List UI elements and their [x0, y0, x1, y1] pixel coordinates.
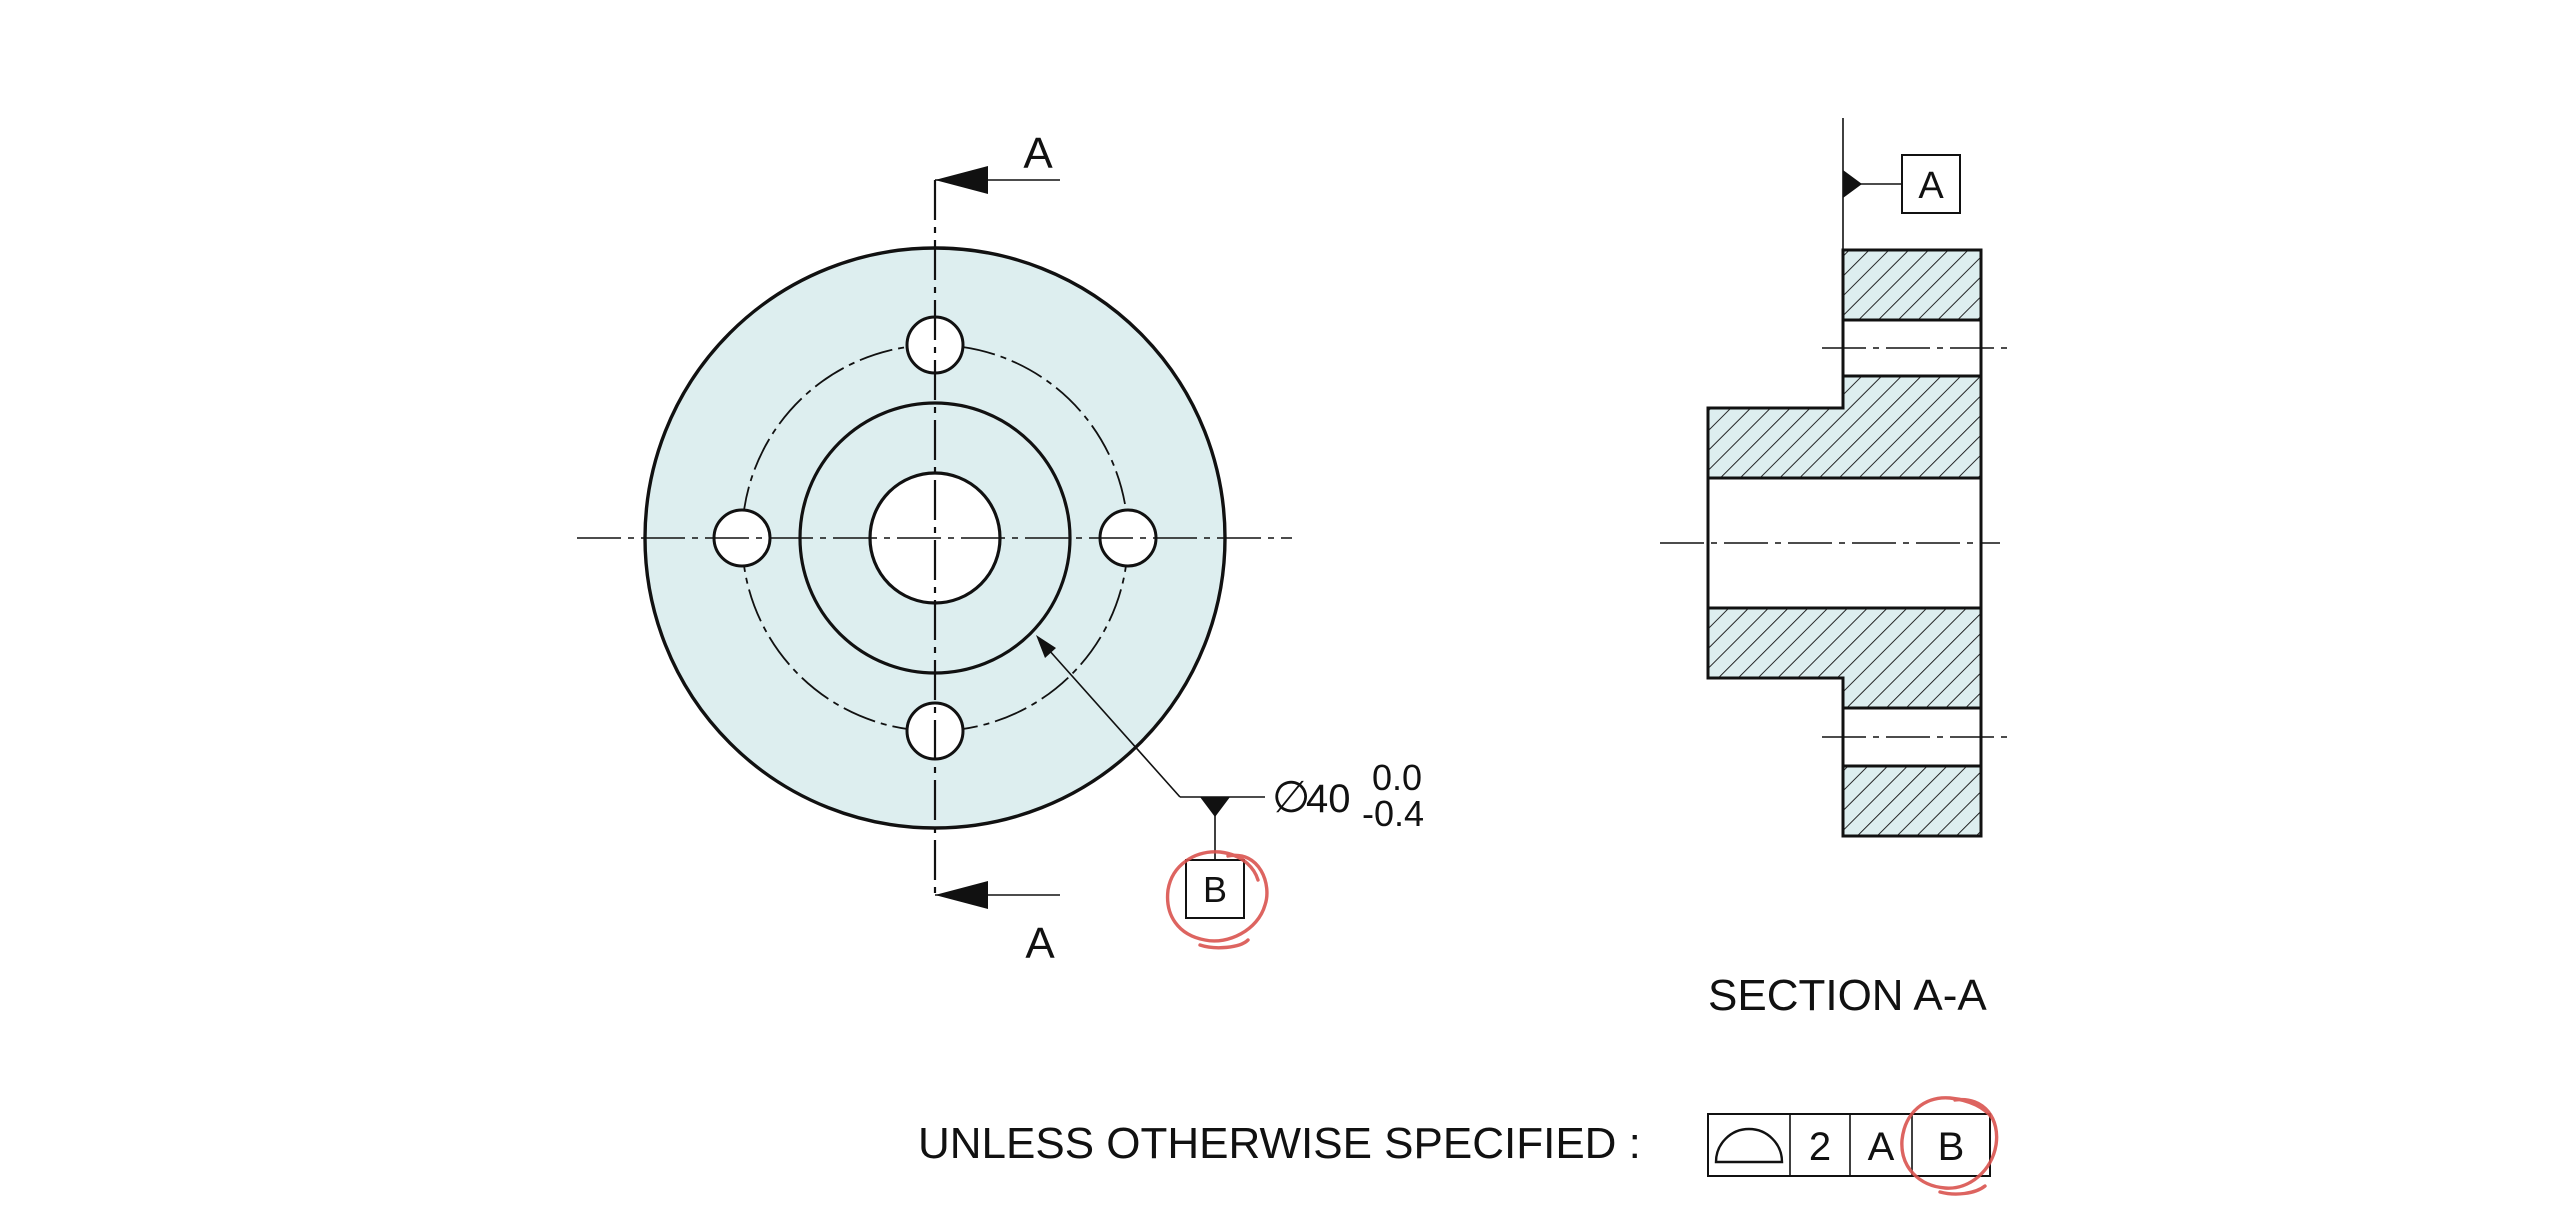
- secondary-datum: B: [1938, 1125, 1965, 1169]
- profile-of-a-surface-icon: [1714, 1127, 1784, 1164]
- section-flange-bottom: [1841, 764, 1983, 838]
- front-view: A A ∅ 40 0.0 -0.4 B: [577, 129, 1424, 968]
- highlight-circle-datum-b-frame: [1900, 1096, 1999, 1196]
- section-lower-body: [1706, 606, 1983, 710]
- datum-b-symbol: B: [1165, 797, 1269, 950]
- section-arrow-top: [935, 166, 1060, 194]
- datum-a-label: A: [1918, 165, 1944, 207]
- datum-a-symbol: A: [1842, 118, 1961, 250]
- section-title: SECTION A-A: [1708, 971, 1987, 1020]
- datum-b-frame: [1185, 859, 1245, 919]
- section-arrow-bottom: [935, 881, 1060, 909]
- upper-tolerance: 0.0: [1372, 757, 1422, 798]
- diameter-value: 40: [1306, 777, 1351, 821]
- section-label-bottom: A: [1025, 919, 1055, 968]
- section-label-top: A: [1023, 129, 1053, 178]
- lower-tolerance: -0.4: [1362, 793, 1424, 834]
- general-note: UNLESS OTHERWISE SPECIFIED : 2 A B: [918, 1096, 1999, 1196]
- section-flange-top: [1841, 248, 1983, 322]
- datum-b-label: B: [1203, 869, 1227, 910]
- section-view: A SECTION A-A: [1660, 118, 2012, 1020]
- feature-control-frame: 2 A B: [1707, 1113, 1991, 1177]
- diameter-symbol: ∅: [1272, 773, 1310, 822]
- primary-datum: A: [1868, 1125, 1895, 1169]
- tolerance-value: 2: [1809, 1125, 1831, 1169]
- datum-a-frame: [1901, 154, 1961, 214]
- highlight-circle-datum-b: [1165, 850, 1269, 950]
- section-upper-body: [1706, 374, 1983, 480]
- note-text: UNLESS OTHERWISE SPECIFIED :: [918, 1119, 1641, 1168]
